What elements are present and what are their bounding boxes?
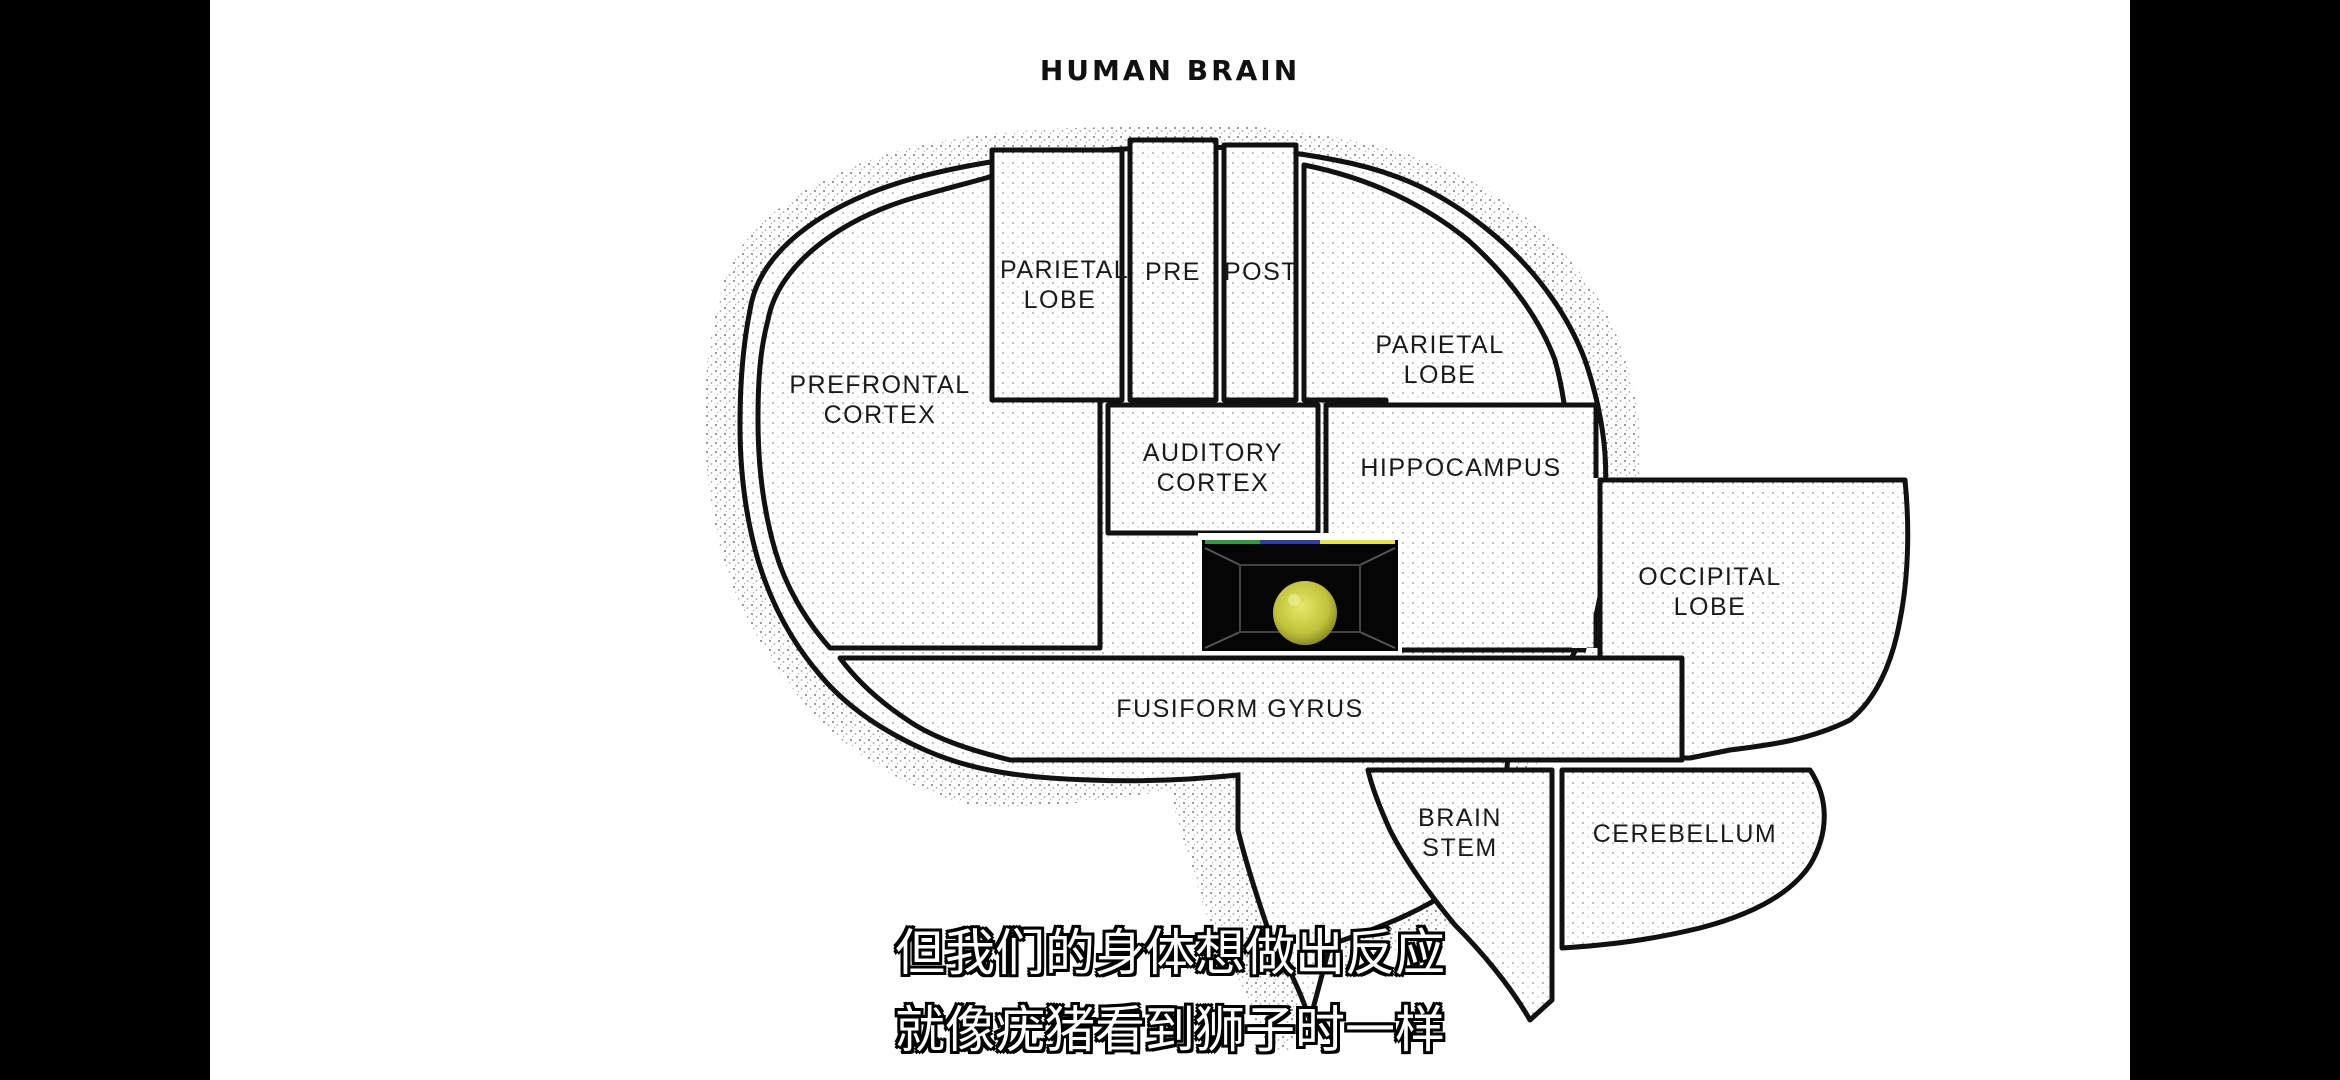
video-subtitles: 但我们的身体想做出反应 就像疣猪看到狮子时一样 (210, 915, 2130, 1069)
video-content: HUMAN BRAIN (210, 0, 2130, 1080)
region-cerebellum (1559, 767, 1827, 951)
region-parietal-top (989, 147, 1125, 403)
screen-monitor (1198, 533, 1402, 655)
subtitle-line-1: 但我们的身体想做出反应 (895, 924, 1445, 982)
diagram-title: HUMAN BRAIN (1039, 54, 1301, 87)
label-parietal-top: PARIETAL LOBE (1000, 256, 1130, 314)
subtitle-line-2: 就像疣猪看到狮子时一样 (895, 1001, 1445, 1059)
brain-diagram (705, 124, 1911, 1051)
label-cerebellum: CEREBELLUM (1592, 820, 1778, 848)
label-prefrontal: PREFRONTAL CORTEX (789, 371, 971, 429)
region-auditory (1105, 402, 1321, 536)
label-hippocampus: HIPPOCAMPUS (1360, 454, 1562, 482)
label-pre: PRE (1145, 258, 1201, 286)
screen-ball (1273, 581, 1337, 645)
label-parietal-right: PARIETAL LOBE (1375, 331, 1505, 389)
label-fusiform: FUSIFORM GYRUS (1116, 695, 1364, 723)
region-pre (1127, 137, 1219, 403)
region-post (1221, 142, 1299, 403)
label-auditory: AUDITORY CORTEX (1142, 439, 1284, 497)
region-prefrontal (755, 172, 1103, 651)
region-fusiform (837, 655, 1685, 763)
region-brain-stem (1365, 767, 1555, 1023)
label-post: POST (1224, 258, 1299, 286)
label-occipital: OCCIPITAL LOBE (1638, 563, 1782, 621)
label-brain-stem: BRAIN STEM (1418, 804, 1502, 862)
